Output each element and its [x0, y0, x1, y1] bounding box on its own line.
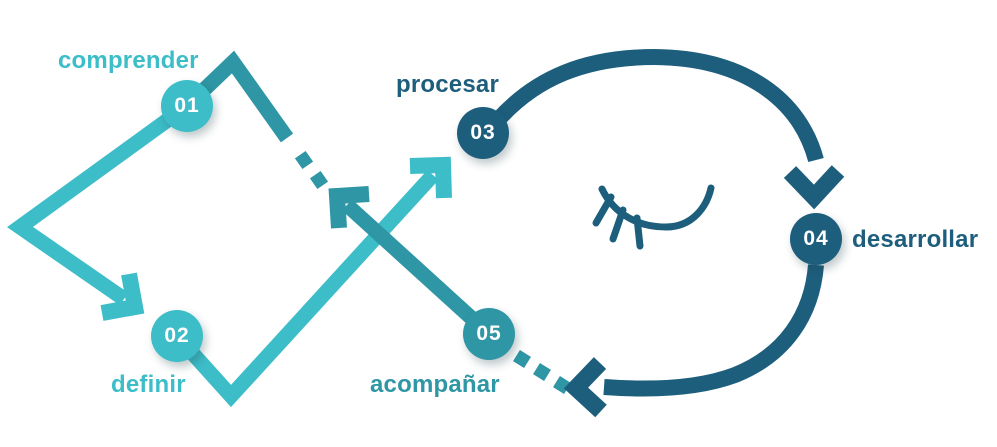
- step-number: 05: [476, 322, 502, 345]
- eye-lash-2: [609, 206, 627, 243]
- step-node-03: 03: [457, 107, 509, 159]
- closed-eye-icon: [592, 184, 715, 250]
- step-label-desarrollar: desarrollar: [852, 226, 979, 253]
- step-node-04: 04: [790, 213, 842, 265]
- dash-dot-peak-1: [294, 150, 314, 170]
- arrowhead-to-desarrollar-icon: [783, 165, 845, 210]
- dash-dot-peak-2: [309, 170, 329, 190]
- arc-procesar-to-desarrollar: [491, 48, 824, 163]
- zigzag-definir-to-procesar: [171, 169, 439, 408]
- step-number: 04: [803, 227, 829, 250]
- step-number: 03: [470, 121, 496, 144]
- step-node-05: 05: [463, 308, 515, 360]
- arrow-acompanar-upleft: [341, 199, 495, 340]
- dash-dot-acompanar-2: [533, 363, 551, 381]
- step-label-definir: definir: [111, 371, 186, 398]
- step-label-procesar: procesar: [396, 71, 499, 98]
- zigzag-comprender-to-definir: [7, 99, 192, 306]
- step-number: 02: [164, 324, 190, 347]
- arrowhead-acompanar-upleft-icon: [328, 186, 370, 229]
- step-label-comprender: comprender: [58, 47, 199, 74]
- step-label-acompanar: acompañar: [370, 371, 500, 398]
- arrowhead-to-acompanar-icon: [563, 357, 607, 418]
- arrowhead-to-procesar-icon: [409, 156, 452, 199]
- arrowhead-to-definir-icon: [100, 272, 145, 321]
- step-node-02: 02: [151, 310, 203, 362]
- step-node-01: 01: [161, 80, 213, 132]
- eye-lid-curve: [598, 184, 715, 231]
- eye-lash-3: [633, 214, 644, 250]
- step-number: 01: [174, 94, 200, 117]
- eye-lash-1: [592, 193, 615, 227]
- dash-dot-acompanar-1: [513, 350, 531, 368]
- arc-desarrollar-to-acompanar: [603, 264, 824, 397]
